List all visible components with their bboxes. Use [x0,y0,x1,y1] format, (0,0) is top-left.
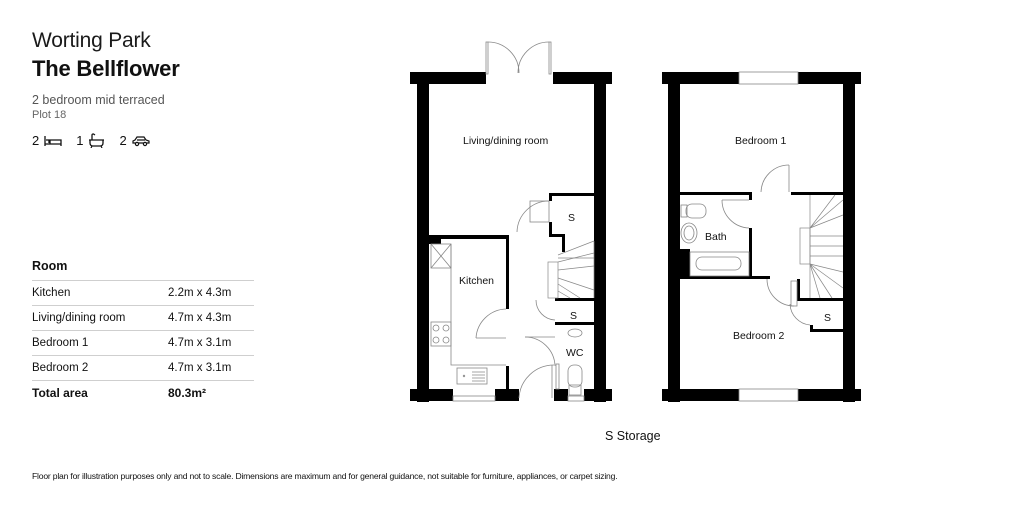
car-icon [132,135,150,146]
room-size: 4.7m x 3.1m [168,337,232,349]
bedroom-count: 2 [32,133,40,148]
bathroom-fittings [680,203,750,277]
bath-icon [89,133,105,148]
ground-windows [452,395,585,402]
room-name: Kitchen [32,287,71,299]
table-row: Kitchen 2.2m x 4.3m [32,280,254,305]
kitchen-units [430,243,506,385]
total-area-label: Total area [32,386,88,400]
first-windows [738,71,799,402]
room-dimensions-table: Room Kitchen 2.2m x 4.3m Living/dining r… [32,256,254,405]
bedrooms-feature: 2 [32,133,62,148]
table-row: Bedroom 1 4.7m x 3.1m [32,330,254,355]
label-kitchen: Kitchen [459,275,494,287]
first-floor-walls [662,72,861,402]
parking-feature: 2 [119,133,150,148]
development-name: Worting Park [32,29,151,52]
label-storage-first: S [824,312,831,324]
room-size: 2.2m x 4.3m [168,287,232,299]
table-header: Room [32,259,68,273]
label-wc: WC [566,347,584,359]
plot-number: Plot 18 [32,109,67,121]
room-name: Bedroom 2 [32,362,89,374]
feature-summary: 2 1 2 [32,133,164,148]
room-name: Living/dining room [32,312,126,324]
label-bath: Bath [705,231,727,243]
ground-floor-walls [410,72,612,402]
label-storage-lower: S [570,310,577,322]
room-size: 4.7m x 3.1m [168,362,232,374]
first-doors [721,164,811,326]
total-area-row: Total area 80.3m² [32,380,254,405]
first-stairs [799,194,844,299]
label-living-dining: Living/dining room [463,135,548,147]
ground-stairs [547,240,595,299]
ground-floor-plan: Living/dining room Kitchen S S WC [410,41,612,402]
label-bedroom-1: Bedroom 1 [735,135,787,147]
bathroom-count: 1 [76,133,84,148]
ground-doors [475,200,556,399]
disclaimer: Floor plan for illustration purposes onl… [32,471,618,481]
label-storage-upper: S [568,212,575,224]
first-floor-plan: Bedroom 1 Bath Bedroom 2 S [662,71,861,402]
parking-count: 2 [119,133,127,148]
bed-icon [44,135,62,146]
storage-legend: S Storage [605,429,661,443]
table-row: Living/dining room 4.7m x 4.3m [32,305,254,330]
label-bedroom-2: Bedroom 2 [733,330,785,342]
total-area-value: 80.3m² [168,386,207,400]
house-description: 2 bedroom mid terraced [32,93,165,107]
house-type-title: The Bellflower [32,56,180,81]
room-name: Bedroom 1 [32,337,89,349]
bathrooms-feature: 1 [76,133,105,148]
french-doors [485,41,552,75]
room-size: 4.7m x 4.3m [168,312,232,324]
table-row: Bedroom 2 4.7m x 3.1m [32,355,254,380]
wc-fittings [555,328,583,396]
